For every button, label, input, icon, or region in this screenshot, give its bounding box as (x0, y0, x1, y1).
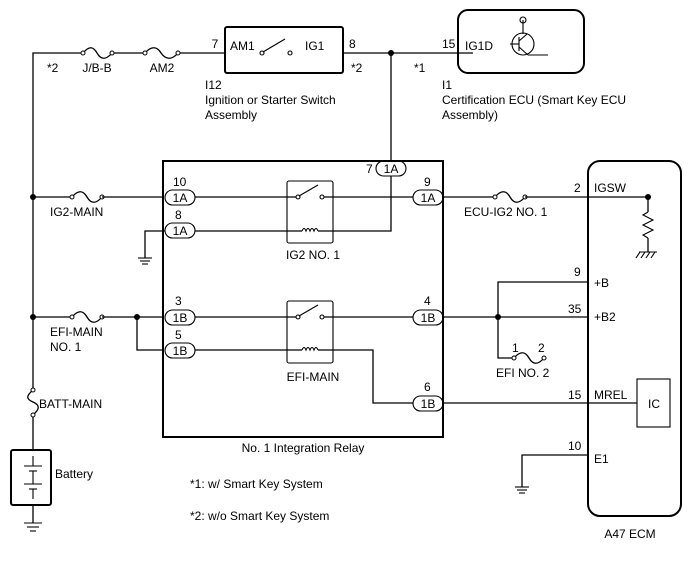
svg-text:1B: 1B (173, 344, 188, 358)
pin-3: 3 (175, 294, 182, 308)
integration-relay: No. 1 Integration Relay 1A 10 1A 8 1A 7 … (162, 160, 444, 455)
svg-text:1B: 1B (173, 311, 188, 325)
svg-text:1A: 1A (173, 191, 188, 205)
ignition-switch: 7 AM1 IG1 8 I12 Ignition or Starter Swit… (205, 26, 356, 122)
ecm-ic-label: IC (648, 397, 660, 411)
fuse-efi-main-no1-line1: EFI-MAIN (50, 325, 103, 339)
pin-8: 8 (175, 208, 182, 222)
connector-4-1b: 1B 4 (412, 294, 444, 326)
ign-label-am1: AM1 (230, 39, 255, 53)
battery: Battery (10, 449, 93, 532)
ecm-label-e1: E1 (594, 452, 609, 466)
note2-marker-right: *2 (351, 61, 363, 75)
battery-label: Battery (55, 467, 93, 481)
fuse-batt-main-label: BATT-MAIN (39, 397, 102, 411)
efi-main-no1-line: EFI-MAIN NO. 1 (33, 311, 163, 354)
ig2-main-line: IG2-MAIN (33, 191, 163, 219)
pin-6: 6 (424, 380, 431, 394)
ign-label-ig1: IG1 (305, 39, 325, 53)
fuse-batt-main: BATT-MAIN (27, 387, 102, 418)
ign-name-line1: Ignition or Starter Switch (205, 93, 336, 107)
pin-9: 9 (424, 175, 431, 189)
ecm-pin-e1: 10 (568, 439, 582, 453)
cert-ecu-name-line2: Assembly) (442, 108, 498, 122)
svg-text:1B: 1B (421, 397, 436, 411)
note2-text: *2: w/o Smart Key System (190, 509, 329, 523)
connector-10-1a: 1A 10 (164, 175, 196, 206)
fuse-ecu-ig2-no1-label: ECU-IG2 NO. 1 (464, 205, 548, 219)
ecm-name: A47 ECM (604, 527, 655, 541)
note1-marker: *1 (414, 61, 426, 75)
efi-no2-pin1: 1 (512, 341, 519, 355)
relay-efi-main: EFI-MAIN (195, 300, 413, 404)
ecm: A47 ECM 2 IGSW 9 +B 35 +B2 15 MREL 10 E1… (568, 160, 682, 541)
efi-no2-wiring: 1 2 EFI NO. 2 (443, 281, 588, 380)
fuse-am2: AM2 (142, 47, 181, 75)
fuse-efi-main-no1-line2: NO. 1 (50, 340, 82, 354)
ecm-label-b: +B (594, 276, 609, 290)
svg-text:1A: 1A (421, 191, 436, 205)
ign-pin-ig1: 8 (349, 37, 356, 51)
pin-7: 7 (366, 162, 373, 176)
cert-ecu-name-line1: Certification ECU (Smart Key ECU (442, 93, 626, 107)
pin-5: 5 (175, 328, 182, 342)
connector-7-1a: 1A 7 (366, 160, 407, 177)
relay-name: No. 1 Integration Relay (242, 441, 365, 455)
fuse-jb-b: J/B-B (80, 47, 115, 75)
relay-efi-main-label: EFI-MAIN (287, 370, 340, 384)
fuse-efi-no2-label: EFI NO. 2 (496, 366, 550, 380)
ground-e1 (515, 454, 588, 494)
connector-5-1b: 1B 5 (164, 328, 196, 359)
relay-ig2-no1: IG2 NO. 1 (195, 176, 413, 262)
ign-name-line2: Assembly (205, 108, 257, 122)
cert-ecu-code: I1 (442, 78, 452, 92)
svg-text:1A: 1A (173, 224, 188, 238)
connector-8-1a: 1A 8 (164, 208, 196, 239)
ground-pin8 (138, 230, 165, 265)
pin-4: 4 (424, 294, 431, 308)
ign-pin-am1: 7 (212, 37, 219, 51)
ecm-pin-mrel: 15 (568, 388, 582, 402)
efi-no2-pin2: 2 (538, 341, 545, 355)
certification-ecu: 15 IG1D I1 Certification ECU (Smart Key … (442, 9, 626, 122)
top-wiring (32, 50, 473, 197)
fuse-am2-label: AM2 (150, 61, 175, 75)
connector-9-1a: 1A 9 (412, 175, 444, 206)
connector-3-1b: 1B 3 (164, 294, 196, 326)
ecm-pin-b2: 35 (568, 302, 582, 316)
ecm-label-igsw: IGSW (594, 181, 627, 195)
fuse-ig2-main-label: IG2-MAIN (50, 205, 103, 219)
cert-ecu-terminal: IG1D (465, 39, 493, 53)
pin-10: 10 (173, 175, 187, 189)
cert-ecu-pin: 15 (442, 37, 456, 51)
note2-marker-left: *2 (47, 61, 59, 75)
ecu-ig2-no1-line: ECU-IG2 NO. 1 (443, 191, 588, 219)
connector-6-1b: 1B 6 (412, 380, 444, 412)
ign-code: I12 (205, 78, 222, 92)
left-bus (30, 194, 36, 450)
ecm-label-b2: +B2 (594, 310, 616, 324)
ecm-pin-b: 9 (574, 265, 581, 279)
relay-ig2-no1-label: IG2 NO. 1 (286, 248, 340, 262)
svg-text:1A: 1A (384, 162, 399, 176)
ecm-pin-igsw: 2 (574, 181, 581, 195)
svg-text:1B: 1B (421, 311, 436, 325)
note1-text: *1: w/ Smart Key System (190, 477, 323, 491)
fuse-jb-b-label: J/B-B (82, 61, 111, 75)
ecm-label-mrel: MREL (594, 388, 628, 402)
